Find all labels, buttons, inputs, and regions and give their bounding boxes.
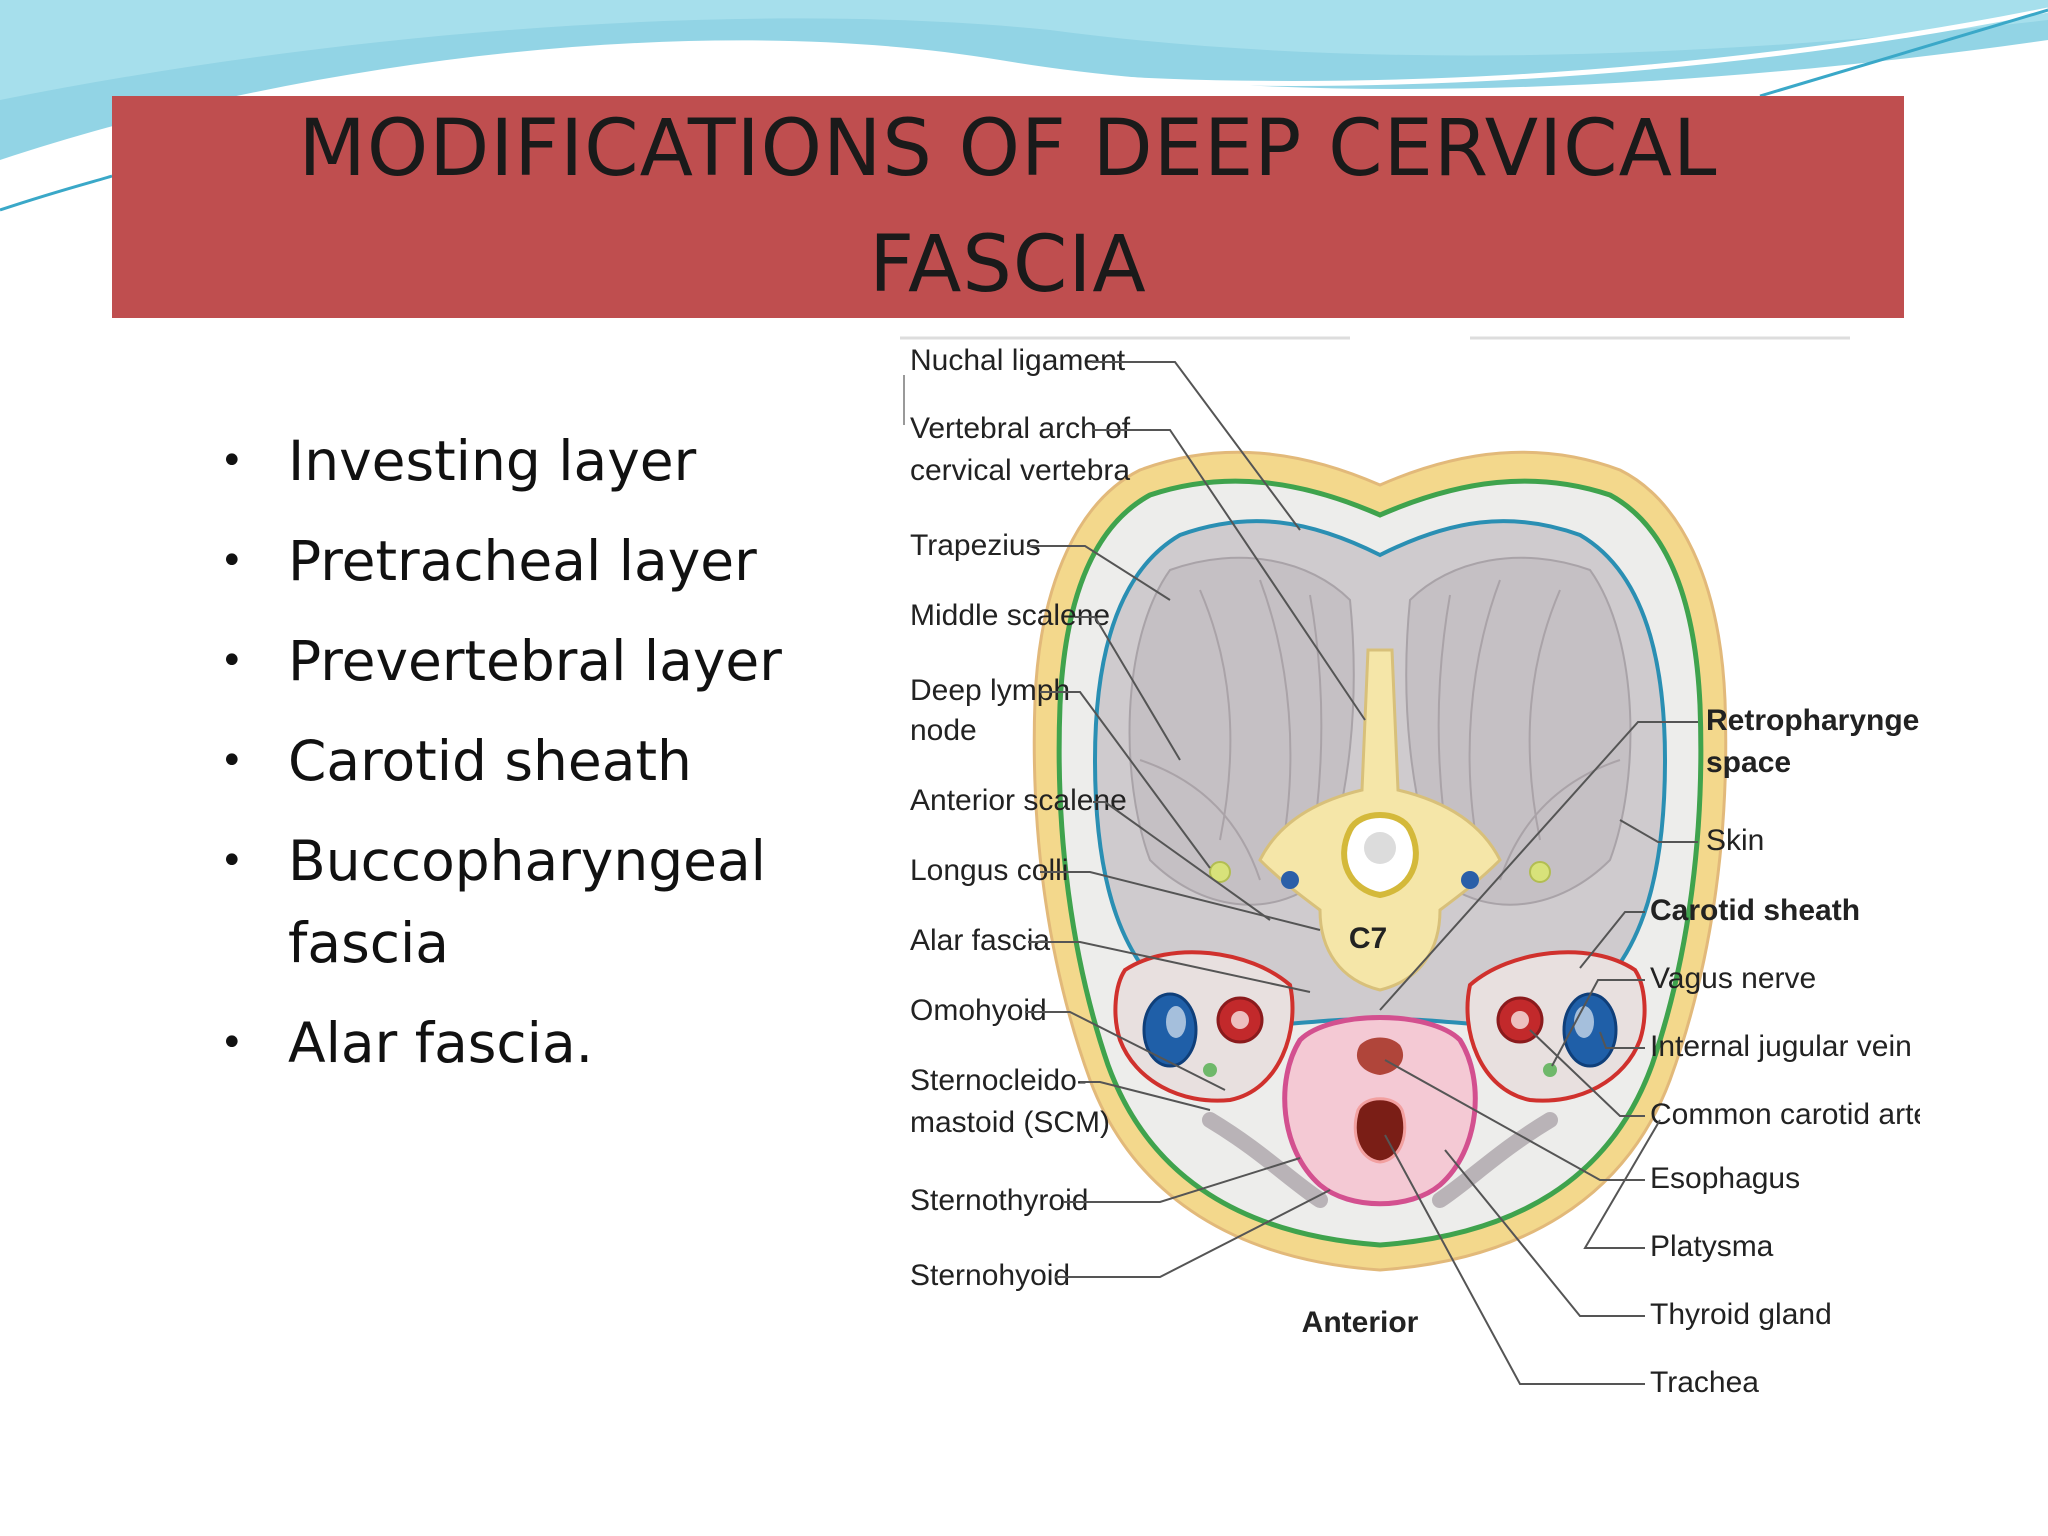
bullet-item: • Buccopharyngeal fascia: [210, 820, 928, 984]
label-deep-lymph-node-continued: node: [910, 714, 977, 747]
label-nuchal-ligament: Nuchal ligament: [910, 344, 1126, 377]
label-retropharyngeal-space: Retropharyngeal: [1706, 704, 1920, 737]
title-line-1: MODIFICATIONS OF DEEP CERVICAL: [298, 104, 1718, 194]
label-middle-scalene: Middle scalene: [910, 599, 1110, 632]
bullet-dot-icon: •: [220, 638, 244, 684]
bullet-dot-icon: •: [220, 538, 244, 584]
label-esophagus: Esophagus: [1650, 1162, 1800, 1195]
label-vertebral-arch: Vertebral arch of: [910, 412, 1131, 445]
title-line-2: FASCIA: [869, 220, 1147, 310]
bullet-text-continued: fascia: [288, 911, 449, 975]
bullet-list: • Investing layer • Pretracheal layer • Pre…: [210, 420, 928, 1102]
trachea-shape: [1353, 1097, 1407, 1164]
label-skin: Skin: [1706, 824, 1764, 857]
bullet-text: Alar fascia.: [288, 1011, 594, 1075]
bullet-text: Buccopharyngeal: [288, 829, 766, 893]
bullet-item: • Pretracheal layer: [210, 520, 928, 602]
bullet-text: Carotid sheath: [288, 729, 692, 793]
label-omohyoid: Omohyoid: [910, 994, 1047, 1027]
label-deep-lymph-node: Deep lymph: [910, 674, 1070, 707]
bullet-dot-icon: •: [220, 738, 244, 784]
bullet-item: • Carotid sheath: [210, 720, 928, 802]
label-common-carotid-artery: Common carotid artery: [1650, 1098, 1920, 1131]
label-thyroid-gland: Thyroid gland: [1650, 1298, 1832, 1331]
label-internal-jugular-vein: Internal jugular vein: [1650, 1030, 1912, 1063]
label-platysma: Platysma: [1650, 1230, 1774, 1263]
esophagus-shape: [1356, 1037, 1404, 1075]
bullet-item: • Alar fascia.: [210, 1002, 928, 1084]
bullet-dot-icon: •: [220, 1020, 244, 1066]
label-scm-continued: mastoid (SCM): [910, 1106, 1110, 1139]
label-trachea: Trachea: [1650, 1366, 1759, 1399]
label-anterior: Anterior: [1302, 1306, 1419, 1339]
bullet-text: Investing layer: [288, 429, 697, 493]
label-vagus-nerve: Vagus nerve: [1650, 962, 1816, 995]
label-alar-fascia: Alar fascia: [910, 924, 1050, 957]
label-sternothyroid: Sternothyroid: [910, 1184, 1088, 1217]
bullet-dot-icon: •: [220, 838, 244, 884]
title-banner: MODIFICATIONS OF DEEP CERVICAL FASCIA: [112, 96, 1904, 318]
bullet-item: • Investing layer: [210, 420, 928, 502]
bullet-item: • Prevertebral layer: [210, 620, 928, 702]
neck-cross-section-diagram: C7 Nuchal ligament Vertebral arch of cer…: [900, 336, 1920, 1399]
bullet-text: Pretracheal layer: [288, 529, 757, 593]
label-trapezius: Trapezius: [910, 529, 1041, 562]
label-longus-colli: Longus colli: [910, 854, 1068, 887]
label-vertebral-arch-continued: cervical vertebra: [910, 454, 1130, 487]
label-retropharyngeal-space-continued: space: [1706, 746, 1791, 779]
bullet-dot-icon: •: [220, 438, 244, 484]
vertebra-label: C7: [1349, 922, 1387, 955]
label-anterior-scalene: Anterior scalene: [910, 784, 1127, 817]
label-carotid-sheath: Carotid sheath: [1650, 894, 1860, 927]
label-sternohyoid: Sternohyoid: [910, 1259, 1070, 1292]
bullet-text: Prevertebral layer: [288, 629, 782, 693]
label-scm: Sternocleido-: [910, 1064, 1087, 1097]
